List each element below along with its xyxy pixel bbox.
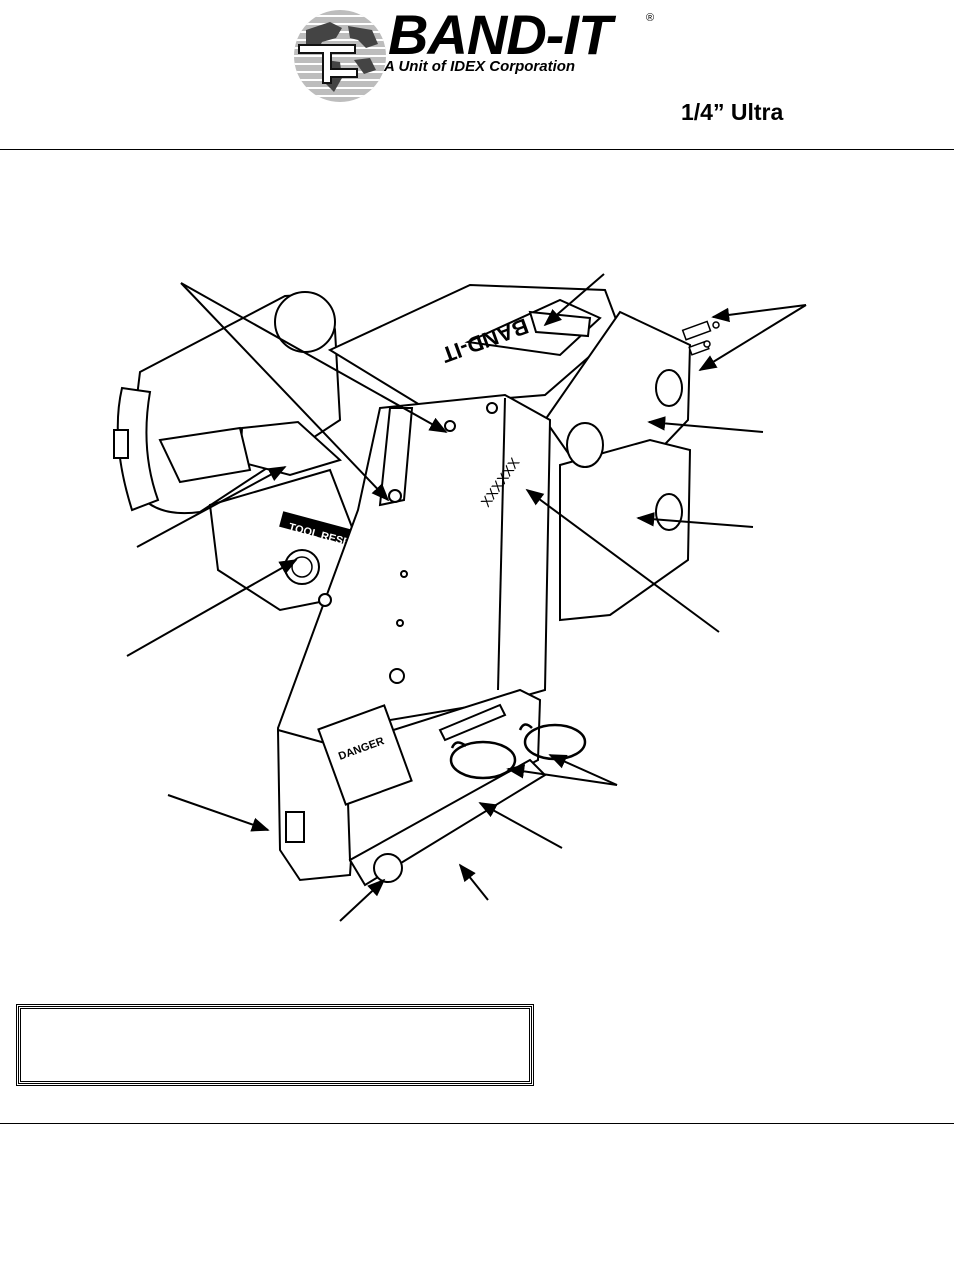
main-body: [276, 393, 552, 762]
lower-handle-bar: [348, 703, 547, 887]
callout-arrow: [180, 282, 448, 433]
lever-handle: [158, 420, 357, 612]
callout-arrow: [180, 282, 390, 502]
callout-arrow: [136, 466, 287, 548]
callout-arrow: [506, 764, 618, 786]
callout-arrow: [339, 878, 386, 922]
model-title: 1/4” Ultra: [681, 99, 784, 125]
registered-mark: ®: [646, 12, 655, 24]
callout-arrow: [126, 559, 298, 657]
callout-arrow: [478, 802, 563, 849]
callout-arrow: [711, 304, 807, 323]
warning-label: [317, 704, 413, 806]
brand-name: BAND-IT: [388, 3, 612, 66]
callout-arrow: [167, 794, 270, 832]
callout-arrow: [636, 512, 754, 528]
note-box: [16, 1004, 534, 1086]
header-divider: [0, 149, 954, 150]
callout-arrows: [126, 273, 807, 922]
tool-diagram: BAND-IT TOOL RESET: [113, 273, 807, 922]
globe-icon: [294, 10, 386, 102]
callout-arrow: [458, 863, 489, 901]
callout-arrow: [525, 488, 720, 633]
callout-arrow: [548, 754, 618, 786]
callout-arrow: [543, 273, 605, 327]
band-it-logo: BAND-IT ® A Unit of IDEX Corporation: [292, 3, 672, 104]
brand-tagline: A Unit of IDEX Corporation: [384, 58, 576, 75]
callout-arrow: [647, 416, 764, 433]
connector-pins: [681, 320, 720, 356]
callout-arrow: [698, 304, 807, 371]
footer-divider: [0, 1123, 954, 1124]
